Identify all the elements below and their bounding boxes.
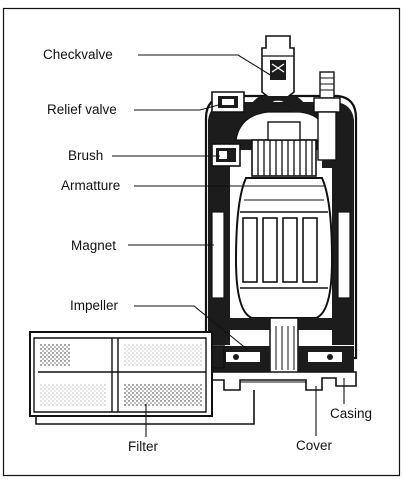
leader-lines xyxy=(112,54,345,437)
label-relief-valve: Relief valve xyxy=(47,102,117,117)
leader-relief-valve xyxy=(134,103,223,111)
label-impeller: Impeller xyxy=(70,298,119,313)
filter xyxy=(29,331,255,425)
label-check-valve: Checkvalve xyxy=(43,47,113,62)
terminal xyxy=(313,71,341,168)
label-magnet: Magnet xyxy=(71,238,116,253)
magnet-right xyxy=(337,211,351,299)
cover xyxy=(207,371,357,391)
leader-check-valve xyxy=(138,54,273,77)
brush xyxy=(211,143,241,167)
diagram-frame xyxy=(2,7,401,477)
label-filter: Filter xyxy=(128,439,159,454)
magnet-left xyxy=(211,211,225,299)
label-cover: Cover xyxy=(296,438,333,453)
label-casing: Casing xyxy=(330,406,372,421)
commutator xyxy=(251,121,317,177)
armature xyxy=(234,177,334,319)
label-armature: Armatture xyxy=(61,178,120,193)
label-brush: Brush xyxy=(68,148,103,163)
impeller xyxy=(212,317,354,375)
leader-impeller xyxy=(134,305,249,351)
pump-body xyxy=(204,35,358,391)
